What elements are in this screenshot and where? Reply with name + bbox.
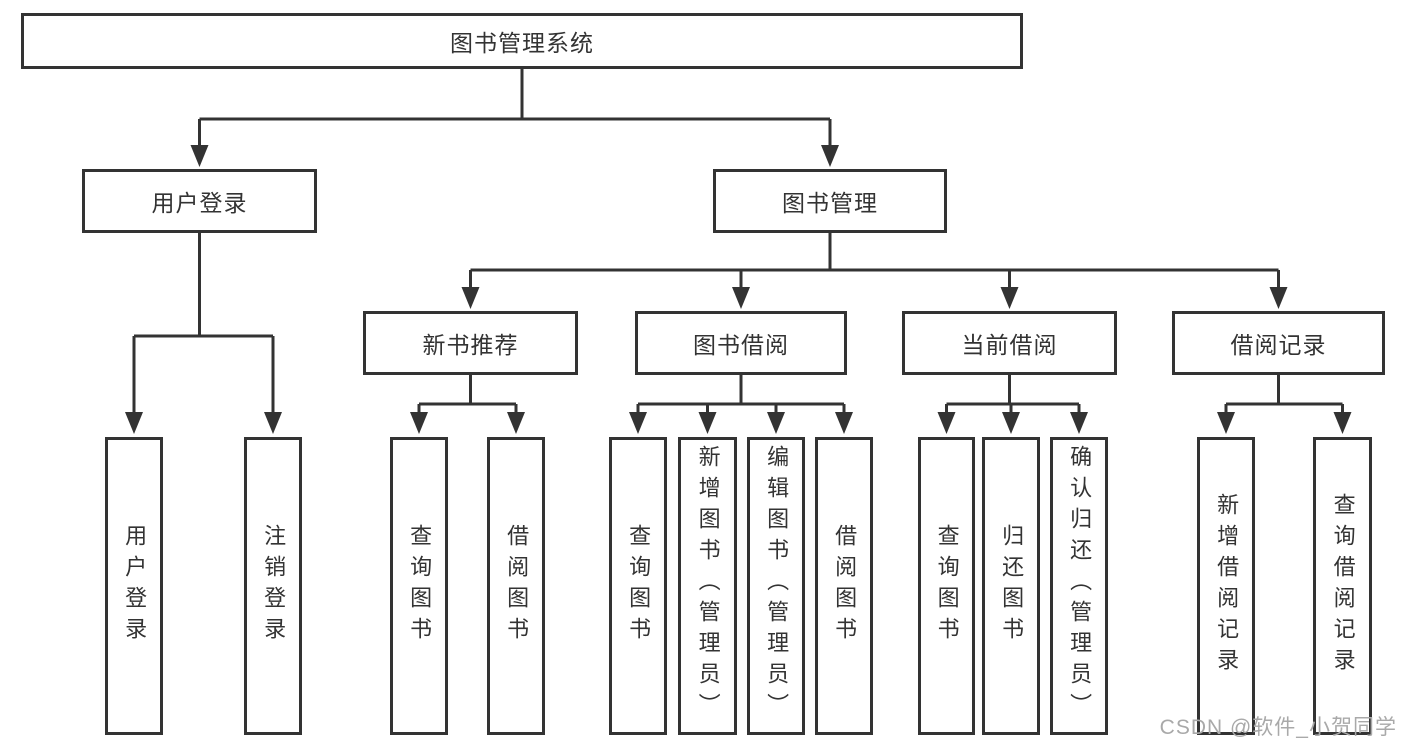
node-leaf-borrow-query-label: 查询图书: [626, 524, 652, 648]
node-leaf-borrow-borrow-label: 借阅图书: [832, 524, 858, 648]
node-leaf-current-confirm-admin: 确认归还（管理员）: [1050, 437, 1108, 735]
node-new-book-recommend-label: 新书推荐: [422, 332, 519, 358]
node-leaf-record-query: 查询借阅记录: [1313, 437, 1372, 735]
watermark: CSDN @软件_小贺同学: [1159, 716, 1397, 739]
arrowhead-down-icon: [937, 412, 956, 434]
arrowhead-down-icon: [190, 145, 209, 167]
node-leaf-borrow-edit-admin: 编辑图书（管理员）: [747, 437, 805, 735]
node-leaf-newbook-query-label: 查询图书: [407, 524, 433, 648]
node-user-login: 用户登录: [82, 169, 317, 233]
node-leaf-newbook-borrow: 借阅图书: [487, 437, 545, 735]
node-leaf-newbook-borrow-label: 借阅图书: [504, 524, 530, 648]
node-leaf-user-login: 用户登录: [105, 437, 163, 735]
node-root: 图书管理系统: [21, 13, 1023, 69]
node-current-borrow-label: 当前借阅: [961, 332, 1058, 358]
arrowhead-down-icon: [1000, 287, 1019, 309]
arrowhead-down-icon: [767, 412, 785, 434]
arrowhead-down-icon: [125, 412, 143, 434]
node-book-borrow: 图书借阅: [635, 311, 847, 375]
arrowhead-down-icon: [732, 287, 750, 309]
node-leaf-current-return-label: 归还图书: [999, 524, 1025, 648]
node-leaf-newbook-query: 查询图书: [390, 437, 448, 735]
node-leaf-record-add-label: 新增借阅记录: [1214, 493, 1240, 679]
node-book-borrow-label: 图书借阅: [693, 332, 789, 358]
node-leaf-borrow-edit-admin-label: 编辑图书（管理员）: [764, 445, 790, 724]
node-new-book-recommend: 新书推荐: [363, 311, 578, 375]
arrowhead-down-icon: [835, 412, 853, 434]
arrowhead-down-icon: [1070, 412, 1088, 434]
node-leaf-current-query-label: 查询图书: [934, 524, 960, 648]
node-leaf-user-login-label: 用户登录: [122, 524, 148, 648]
arrowhead-down-icon: [461, 287, 480, 309]
arrowhead-down-icon: [698, 412, 717, 434]
node-leaf-current-query: 查询图书: [918, 437, 975, 735]
node-leaf-borrow-borrow: 借阅图书: [815, 437, 873, 735]
arrowhead-down-icon: [264, 412, 282, 434]
node-user-login-label: 用户登录: [151, 190, 248, 216]
node-borrow-record-label: 借阅记录: [1230, 332, 1327, 358]
arrowhead-down-icon: [1217, 412, 1235, 434]
node-borrow-record: 借阅记录: [1172, 311, 1385, 375]
arrowhead-down-icon: [507, 412, 525, 434]
node-current-borrow: 当前借阅: [902, 311, 1117, 375]
arrowhead-down-icon: [1002, 412, 1020, 434]
node-leaf-borrow-query: 查询图书: [609, 437, 667, 735]
node-leaf-record-query-label: 查询借阅记录: [1330, 493, 1356, 679]
node-book-management-label: 图书管理: [782, 190, 878, 216]
arrowhead-down-icon: [821, 145, 839, 167]
node-leaf-logout: 注销登录: [244, 437, 302, 735]
node-leaf-current-return: 归还图书: [982, 437, 1040, 735]
node-leaf-borrow-add-admin-label: 新增图书（管理员）: [695, 445, 721, 724]
node-root-label: 图书管理系统: [450, 30, 594, 56]
node-leaf-borrow-add-admin: 新增图书（管理员）: [678, 437, 737, 735]
node-book-management: 图书管理: [713, 169, 947, 233]
arrowhead-down-icon: [1269, 287, 1288, 309]
node-leaf-logout-label: 注销登录: [261, 524, 287, 648]
arrowhead-down-icon: [410, 412, 428, 434]
arrowhead-down-icon: [629, 412, 647, 434]
node-leaf-current-confirm-admin-label: 确认归还（管理员）: [1067, 445, 1093, 724]
arrowhead-down-icon: [1333, 412, 1352, 434]
node-leaf-record-add: 新增借阅记录: [1197, 437, 1255, 735]
